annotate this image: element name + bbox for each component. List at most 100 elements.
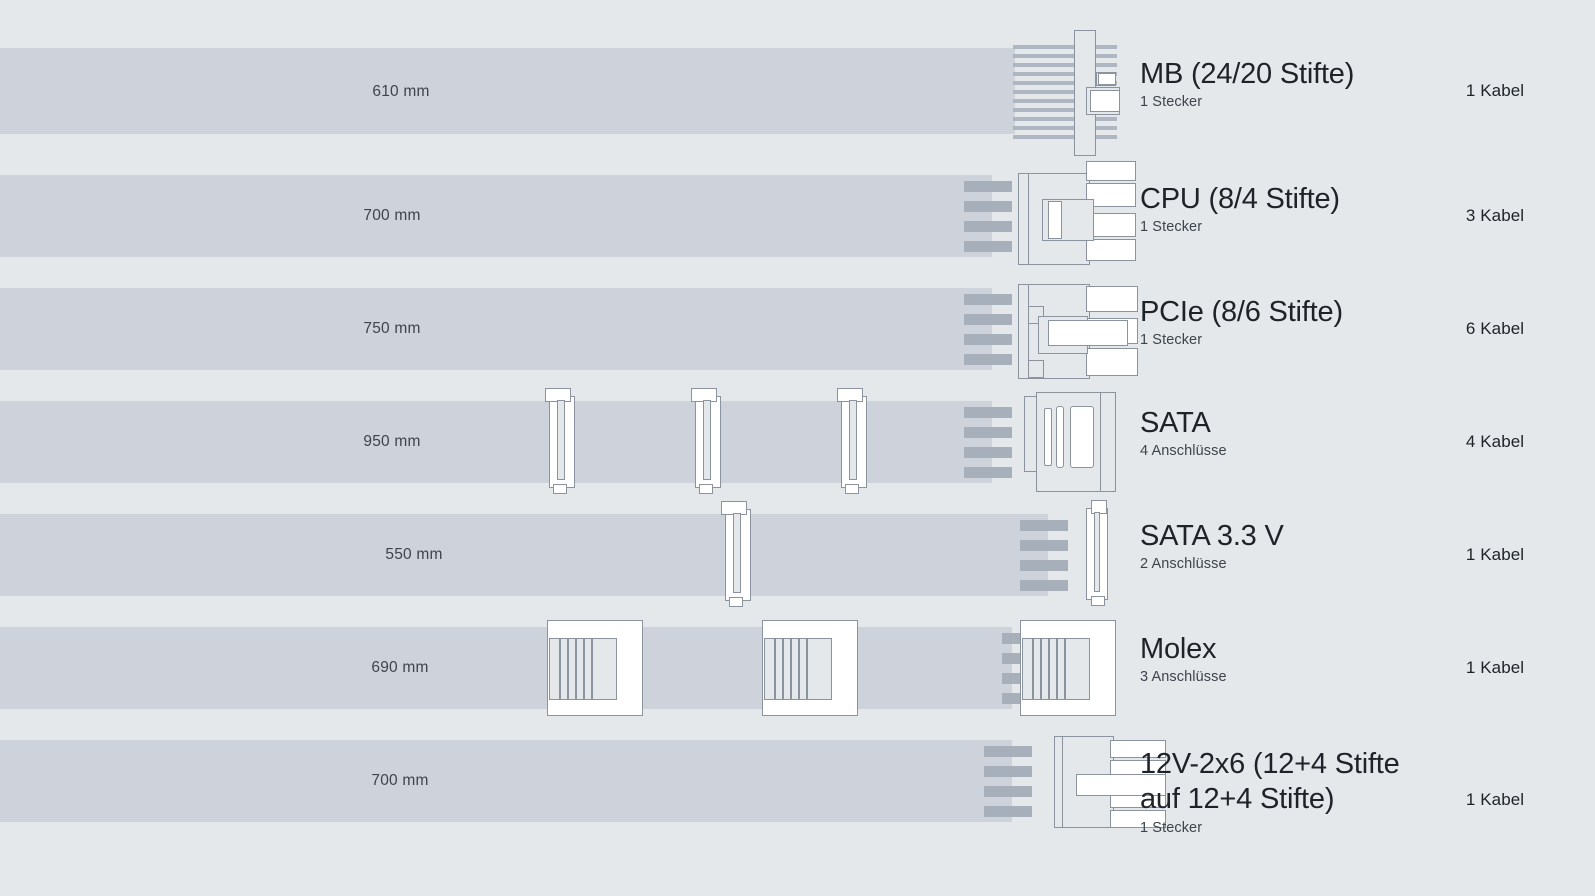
pin-line: [782, 638, 784, 700]
12v-2x6-connector: [1054, 736, 1166, 828]
cpu-8-pin-connector: [1018, 161, 1138, 265]
connector-subtitle: 1 Stecker: [1140, 94, 1203, 111]
connector-part: [699, 484, 713, 494]
cable-wires: [1020, 519, 1068, 591]
wire: [984, 805, 1032, 817]
connector-part: [1044, 408, 1052, 466]
wire: [964, 293, 1012, 305]
connector-part: [1094, 512, 1100, 592]
connector-part: [1110, 810, 1166, 828]
molex-connector: [1020, 620, 1116, 716]
cable-length-label: 950 mm: [363, 433, 421, 450]
connector-latch: [1076, 774, 1166, 796]
pin-line: [798, 638, 800, 700]
connector-part: [1086, 348, 1138, 376]
cable-wires: [984, 745, 1032, 817]
connector-title: SATA: [1140, 407, 1211, 439]
connector-subtitle: 1 Stecker: [1140, 819, 1203, 836]
wire: [1020, 579, 1068, 591]
cable-wires: [964, 293, 1012, 365]
connector-part: [1056, 406, 1064, 468]
wire: [1013, 126, 1117, 130]
wire: [1013, 72, 1117, 76]
wire: [964, 406, 1012, 418]
connector-title: PCIe (8/6 Stifte): [1140, 296, 1343, 328]
wire: [1013, 54, 1117, 58]
cable-count-label: 1 Kabel: [1465, 545, 1525, 564]
cable-length-label: 700 mm: [363, 207, 421, 224]
wire: [984, 745, 1032, 757]
mb-24-pin-connector: [1068, 30, 1126, 158]
cable-count-label: 6 Kabel: [1465, 319, 1525, 338]
wire: [964, 240, 1012, 252]
connector-label-block: 12V-2x6 (12+4 Stifte auf 12+4 Stifte) 1 S…: [1140, 747, 1400, 836]
connector-part: [849, 400, 857, 480]
connector-part: [1098, 73, 1116, 85]
connector-part: [1110, 740, 1166, 758]
pin-line: [1048, 638, 1050, 700]
pin-line: [575, 638, 577, 700]
sata-inline-connector: [545, 388, 575, 494]
pin-line: [1032, 638, 1034, 700]
connector-label-block: PCIe (8/6 Stifte)1 Stecker: [1140, 295, 1343, 348]
sata-inline-connector: [691, 388, 721, 494]
cable-length-label: 700 mm: [371, 772, 429, 789]
connector-part: [1086, 183, 1136, 207]
cable-count-label: 4 Kabel: [1465, 432, 1525, 451]
connector-part: [1070, 406, 1094, 468]
wire: [1013, 99, 1117, 103]
connector-title: CPU (8/4 Stifte): [1140, 183, 1340, 215]
wire: [1013, 63, 1117, 67]
pin-line: [806, 638, 808, 700]
cable-bar: [0, 48, 1015, 134]
connector-part: [733, 513, 741, 593]
pin-line: [790, 638, 792, 700]
cable-count-label: 1 Kabel: [1465, 790, 1525, 809]
molex-connector: [762, 620, 858, 716]
sata-connector: [1024, 392, 1116, 492]
connector-title: 12V-2x6 (12+4 Stifte auf 12+4 Stifte): [1140, 748, 1400, 816]
cable-count-label: 3 Kabel: [1465, 206, 1525, 225]
wire: [964, 353, 1012, 365]
connector-part: [557, 400, 565, 480]
connector-part: [703, 400, 711, 480]
connector-part: [1048, 201, 1062, 239]
connector-edge: [1100, 392, 1116, 492]
wire: [964, 333, 1012, 345]
connector-part: [845, 484, 859, 494]
cable-bar: [0, 288, 992, 370]
pin-line: [774, 638, 776, 700]
cable-length-label: 750 mm: [363, 320, 421, 337]
cable-length-label: 610 mm: [372, 83, 430, 100]
cable-wires: [1013, 45, 1117, 139]
connector-title: MB (24/20 Stifte): [1140, 58, 1355, 90]
cable-bar: [0, 740, 1012, 822]
connector-title: Molex: [1140, 633, 1217, 665]
connector-part: [1086, 213, 1136, 237]
pin-line: [591, 638, 593, 700]
wire: [964, 466, 1012, 478]
pin-line: [1040, 638, 1042, 700]
wire: [1020, 539, 1068, 551]
cable-bar: [0, 401, 992, 483]
wire: [984, 785, 1032, 797]
wire: [964, 313, 1012, 325]
connector-part: [1048, 320, 1128, 346]
pin-line: [1064, 638, 1066, 700]
connector-subtitle: 1 Stecker: [1140, 219, 1203, 236]
wire: [1020, 559, 1068, 571]
connector-part: [729, 597, 743, 607]
cable-wires: [964, 406, 1012, 478]
pin-line: [1056, 638, 1058, 700]
cable-count-label: 1 Kabel: [1465, 658, 1525, 677]
molex-connector: [547, 620, 643, 716]
connector-part: [553, 484, 567, 494]
wire: [964, 446, 1012, 458]
wire: [984, 765, 1032, 777]
cable-count-label: 1 Kabel: [1465, 81, 1525, 100]
pin-line: [567, 638, 569, 700]
wire: [1013, 45, 1117, 49]
